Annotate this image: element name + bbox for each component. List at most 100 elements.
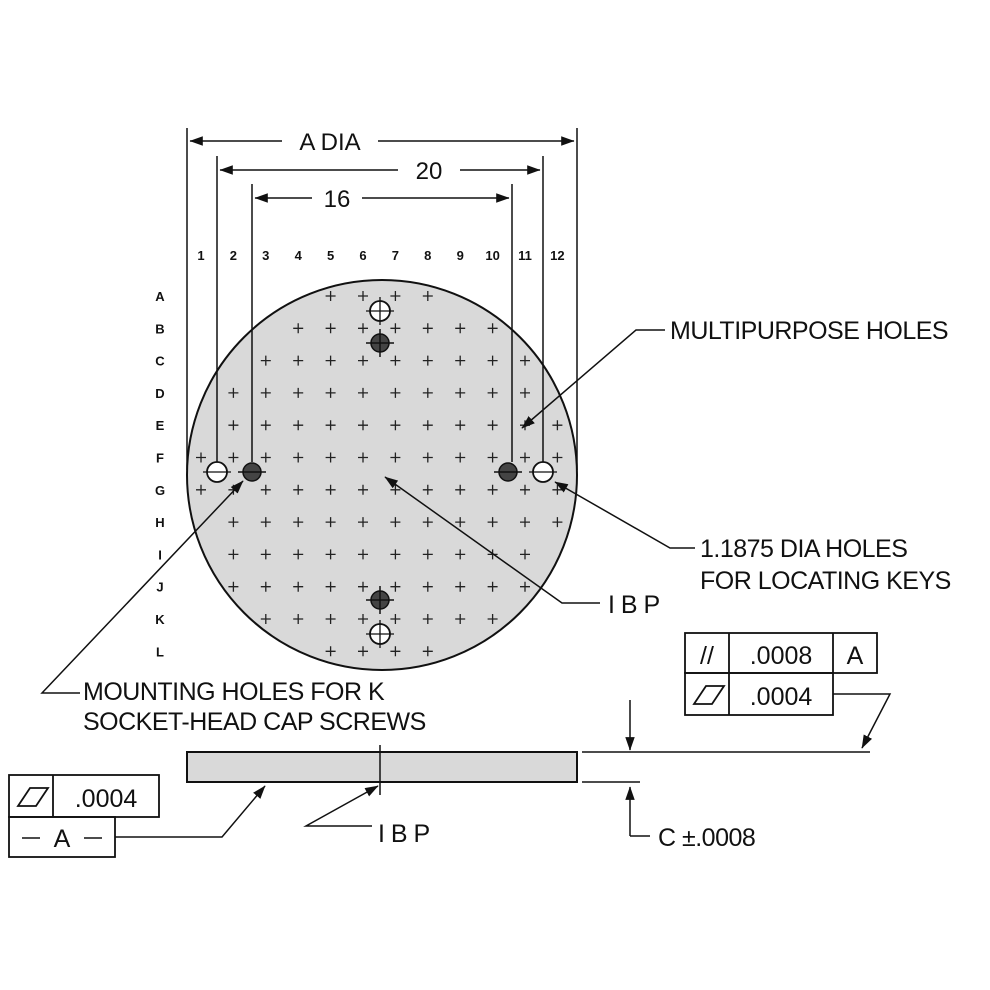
locating-hole-right — [529, 461, 557, 483]
hole-marker — [487, 420, 498, 431]
hole-marker — [293, 355, 304, 366]
hole-marker — [487, 452, 498, 463]
grid-row-label: L — [156, 644, 164, 659]
hole-marker — [390, 517, 401, 528]
hole-marker — [228, 387, 239, 398]
hole-marker — [228, 452, 239, 463]
hole-marker — [260, 581, 271, 592]
hole-marker — [325, 355, 336, 366]
hole-marker — [293, 517, 304, 528]
hole-marker — [260, 355, 271, 366]
hole-marker — [293, 387, 304, 398]
hole-marker — [196, 452, 206, 463]
grid-column-label: 12 — [550, 248, 564, 263]
hole-marker — [228, 549, 239, 560]
hole-marker — [358, 291, 368, 301]
fcf-right — [684, 632, 878, 716]
hole-marker — [325, 614, 336, 624]
callout-mounting-line2: SOCKET-HEAD CAP SCREWS — [83, 708, 426, 736]
dimension-20-label: 20 — [416, 158, 443, 185]
hole-marker — [358, 323, 368, 334]
callout-multipurpose-holes: MULTIPURPOSE HOLES — [670, 317, 948, 345]
hole-marker — [422, 646, 433, 657]
hole-marker — [455, 420, 466, 431]
hole-marker — [390, 452, 401, 463]
hole-marker — [260, 549, 271, 560]
grid-column-label: 11 — [518, 248, 532, 263]
hole-marker — [196, 484, 206, 495]
hole-marker — [455, 355, 466, 366]
hole-marker — [520, 517, 530, 528]
hole-marker — [552, 420, 563, 431]
hole-marker — [358, 484, 368, 495]
hole-marker — [487, 581, 498, 592]
hole-marker — [455, 452, 466, 463]
dimension-16-label: 16 — [324, 186, 351, 213]
hole-marker — [422, 484, 433, 495]
hole-marker — [325, 323, 336, 334]
hole-marker — [293, 581, 304, 592]
hole-marker — [455, 387, 466, 398]
grid-row-label: K — [155, 612, 165, 627]
hole-marker — [422, 581, 433, 592]
hole-marker — [228, 420, 239, 431]
hole-marker — [390, 646, 401, 657]
hole-marker — [422, 387, 433, 398]
hole-marker — [293, 323, 304, 334]
grid-column-label: 7 — [392, 248, 399, 263]
plate-top-view — [186, 279, 578, 671]
fcf-parallel-value: .0008 — [750, 642, 813, 670]
hole-marker — [260, 484, 271, 495]
hole-marker — [422, 517, 433, 528]
hole-marker — [293, 420, 304, 431]
dimension-20 — [216, 156, 544, 462]
hole-marker — [455, 549, 466, 560]
hole-marker — [260, 517, 271, 528]
grid-row-label: H — [155, 515, 164, 530]
callout-mounting-line1: MOUNTING HOLES FOR K — [83, 678, 385, 706]
hole-marker — [325, 420, 336, 431]
hole-marker — [390, 291, 401, 301]
hole-marker — [325, 387, 336, 398]
mounting-hole-right — [494, 462, 522, 482]
hole-marker — [325, 517, 336, 528]
hole-marker — [487, 387, 498, 398]
hole-marker — [390, 614, 401, 624]
grid-row-label: F — [156, 451, 164, 466]
hole-marker — [358, 420, 368, 431]
hole-marker — [487, 484, 498, 495]
hole-marker — [520, 549, 530, 560]
hole-marker — [260, 420, 271, 431]
hole-marker — [390, 323, 401, 334]
thickness-label: C ±.0008 — [658, 824, 755, 852]
grid-column-label: 4 — [295, 248, 303, 263]
callout-locating-line2: FOR LOCATING KEYS — [700, 567, 951, 595]
leader-locating-keys — [554, 481, 695, 549]
hole-marker — [455, 517, 466, 528]
grid-column-label: 2 — [230, 248, 237, 263]
leader-datum-a — [115, 785, 266, 838]
grid-row-label: I — [158, 547, 162, 562]
hole-marker — [325, 646, 336, 657]
hole-marker — [390, 387, 401, 398]
hole-marker — [520, 452, 530, 463]
hole-marker — [422, 323, 433, 334]
grid-column-label: 3 — [262, 248, 269, 263]
hole-marker — [358, 581, 368, 592]
fcf-left-flatness-value: .0004 — [75, 785, 138, 813]
hole-marker — [325, 291, 336, 301]
hole-marker — [455, 484, 466, 495]
hole-marker — [390, 355, 401, 366]
locating-hole-top — [366, 297, 394, 325]
callout-locating-line1: 1.1875 DIA HOLES — [700, 535, 907, 563]
leader-ibp-bottom — [303, 785, 379, 827]
hole-marker — [293, 614, 304, 624]
hole-marker — [552, 452, 563, 463]
hole-marker — [293, 549, 304, 560]
grid-column-label: 1 — [197, 248, 204, 263]
hole-marker — [422, 291, 433, 301]
hole-marker — [455, 323, 466, 334]
dimension-16 — [251, 184, 513, 462]
